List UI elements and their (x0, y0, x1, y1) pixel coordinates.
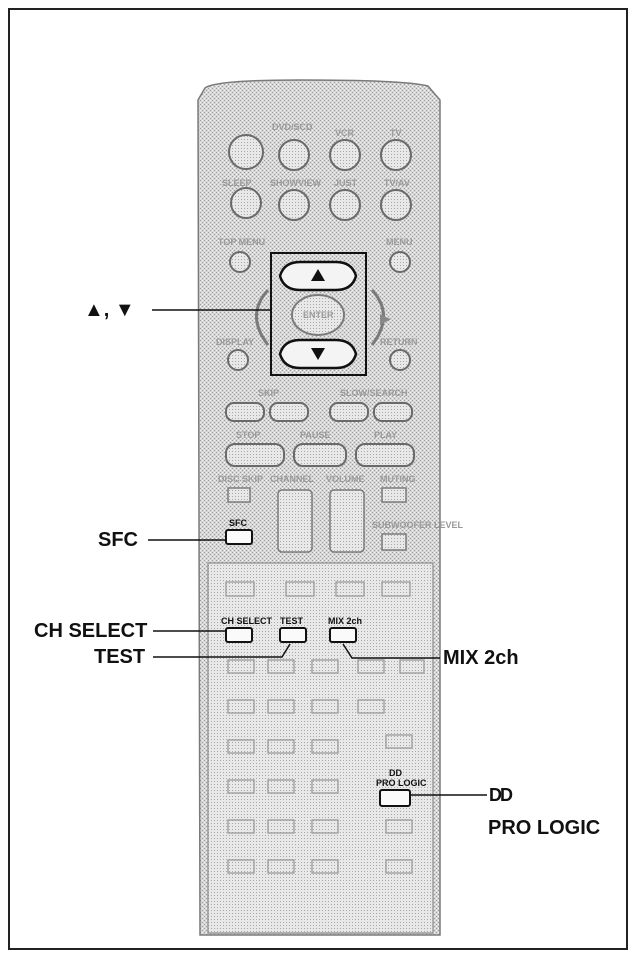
ch-select-callout: CH SELECT (34, 620, 147, 642)
return-label: RETURN (380, 337, 418, 347)
skip-label: SKIP (258, 388, 279, 398)
volume-label: VOLUME (326, 474, 365, 484)
mix-2ch-button[interactable] (330, 628, 356, 642)
sfc-callout: SFC (98, 529, 138, 551)
just-button[interactable] (330, 190, 360, 220)
test-callout: TEST (94, 646, 145, 668)
power-button[interactable] (229, 135, 263, 169)
top-menu-label: TOP MENU (218, 237, 265, 247)
skip-back-button[interactable] (226, 403, 264, 421)
ch-select-button[interactable] (226, 628, 252, 642)
pro-logic-button-label: PRO LOGIC (376, 778, 427, 788)
pause-button[interactable] (294, 444, 346, 466)
stop-label: STOP (236, 430, 260, 440)
channel-rocker[interactable] (278, 490, 312, 552)
disc-skip-label: DISC SKIP (218, 474, 263, 484)
mix-2ch-button-label: MIX 2ch (328, 616, 362, 626)
muting-button[interactable] (382, 488, 406, 502)
volume-rocker[interactable] (330, 490, 364, 552)
subwoofer-label: SUBWOOFER LEVEL (372, 520, 464, 530)
fast-forward-button[interactable] (374, 403, 412, 421)
enter-label: ENTER (303, 310, 334, 320)
muting-label: MUTING (380, 474, 416, 484)
channel-label: CHANNEL (270, 474, 315, 484)
mix-2ch-callout: MIX 2ch (443, 647, 519, 669)
return-button[interactable] (390, 350, 410, 370)
skip-forward-button[interactable] (270, 403, 308, 421)
tv-button[interactable] (381, 140, 411, 170)
rewind-button[interactable] (330, 403, 368, 421)
dvd-button[interactable] (279, 140, 309, 170)
showview-button[interactable] (279, 190, 309, 220)
top-menu-button[interactable] (230, 252, 250, 272)
just-label: JUST (334, 178, 358, 188)
stop-button[interactable] (226, 444, 284, 466)
dvd-label: DVD/SCD (272, 122, 313, 132)
pro-logic-callout: PRO LOGIC (488, 817, 600, 839)
sleep-button[interactable] (231, 188, 261, 218)
sfc-button[interactable] (226, 530, 252, 544)
pause-label: PAUSE (300, 430, 330, 440)
test-button-label: TEST (280, 616, 304, 626)
menu-button[interactable] (390, 252, 410, 272)
test-button[interactable] (280, 628, 306, 642)
sleep-label: SLEEP (222, 178, 252, 188)
subwoofer-button[interactable] (382, 534, 406, 550)
play-button[interactable] (356, 444, 414, 466)
ch-select-button-label: CH SELECT (221, 616, 273, 626)
slow-search-label: SLOW/SEARCH (340, 388, 408, 398)
sfc-button-label: SFC (229, 518, 248, 528)
right-arrow-icon: ▶ (380, 311, 391, 327)
showview-label: SHOWVIEW (270, 178, 322, 188)
tvav-button[interactable] (381, 190, 411, 220)
tv-label: TV (390, 128, 402, 138)
disc-skip-button[interactable] (228, 488, 250, 502)
test-group: TEST (280, 616, 306, 642)
display-label: DISPLAY (216, 337, 254, 347)
menu-label: MENU (386, 237, 413, 247)
pro-logic-symbol-callout: DD (489, 784, 511, 806)
vcr-label: VCR (335, 128, 355, 138)
vcr-button[interactable] (330, 140, 360, 170)
play-label: PLAY (374, 430, 397, 440)
tvav-label: TV/AV (384, 178, 410, 188)
display-button[interactable] (228, 350, 248, 370)
pro-logic-button-symbol: DD (389, 768, 402, 778)
pro-logic-button[interactable] (380, 790, 410, 806)
up-down-callout: ▲, ▼ (84, 299, 135, 321)
